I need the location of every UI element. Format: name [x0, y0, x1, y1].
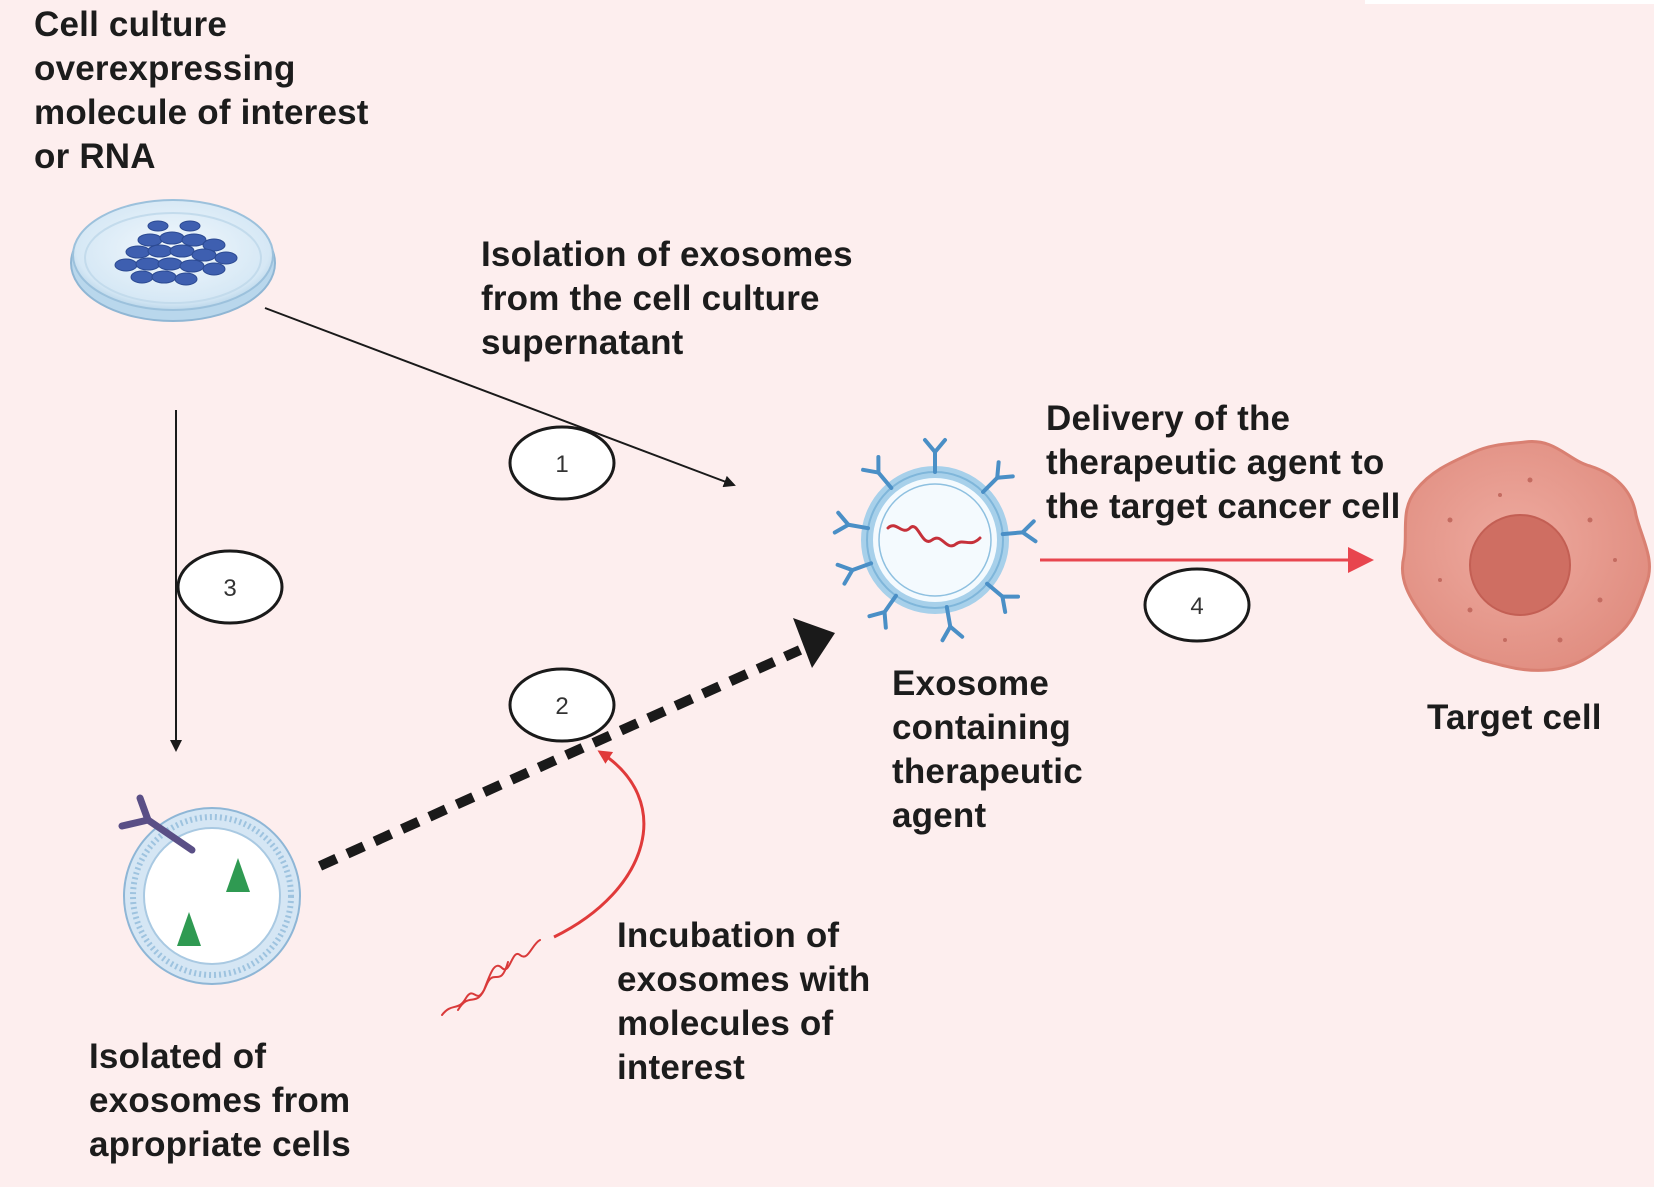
label-isolated-exosomes: Isolated of exosomes from apropriate cel…: [89, 1037, 351, 1164]
rna-strand-icon: [441, 939, 541, 1016]
label-delivery: Delivery of the therapeutic agent to the…: [1046, 399, 1401, 526]
step-badge-3: 3: [176, 549, 284, 625]
cargo-protein-icon: [177, 912, 201, 946]
loaded-exosome-icon: [832, 438, 1038, 643]
arrow-step-2: [317, 618, 835, 871]
step-badge-2: 2: [508, 667, 616, 743]
label-cell-culture: Cell culture overexpressing molecule of …: [34, 5, 369, 176]
step-badge-4: 4: [1143, 567, 1251, 643]
target-nucleus-icon: [1469, 514, 1571, 616]
step-badge-2-label: 2: [555, 693, 568, 720]
step-badge-3-label: 3: [223, 575, 236, 602]
arrow-step-1: [264, 307, 736, 488]
cell-colony-icon: [114, 220, 238, 286]
label-incubation: Incubation of exosomes with molecules of…: [617, 916, 871, 1087]
petri-dish-icon: [70, 199, 276, 322]
step-badge-4-label: 4: [1190, 593, 1203, 620]
target-cell-icon: [1400, 440, 1651, 672]
label-target-cell: Target cell: [1427, 698, 1602, 737]
isolated-exosome-icon: [118, 794, 301, 985]
label-isolation-supernatant: Isolation of exosomes from the cell cult…: [481, 235, 853, 362]
top-edge-strip: [1365, 0, 1654, 4]
cargo-rna-icon: [886, 524, 982, 548]
cargo-protein-icon-2: [226, 858, 250, 892]
step-badge-1-label: 1: [555, 451, 568, 478]
surface-receptor-icons: [832, 438, 1038, 643]
label-exosome: Exosome containing therapeutic agent: [892, 664, 1083, 835]
antibody-icon: [118, 794, 196, 854]
arrow-incubation: [553, 750, 646, 939]
step-badge-1: 1: [508, 425, 616, 501]
